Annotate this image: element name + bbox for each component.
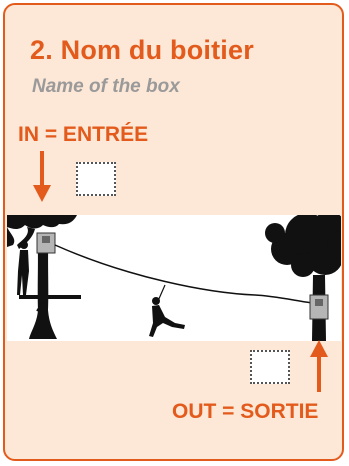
- out-label: OUT = SORTIE: [172, 400, 318, 424]
- out-box-placeholder: [250, 350, 290, 384]
- arrow-down-icon: [32, 151, 52, 203]
- in-label: IN = ENTRÉE: [18, 123, 148, 147]
- card-subtitle: Name of the box: [32, 76, 180, 98]
- in-box-placeholder: [76, 162, 116, 196]
- zipline-illustration: [7, 215, 341, 341]
- arrow-up-icon: [309, 340, 329, 392]
- card-title: 2. Nom du boitier: [30, 35, 254, 66]
